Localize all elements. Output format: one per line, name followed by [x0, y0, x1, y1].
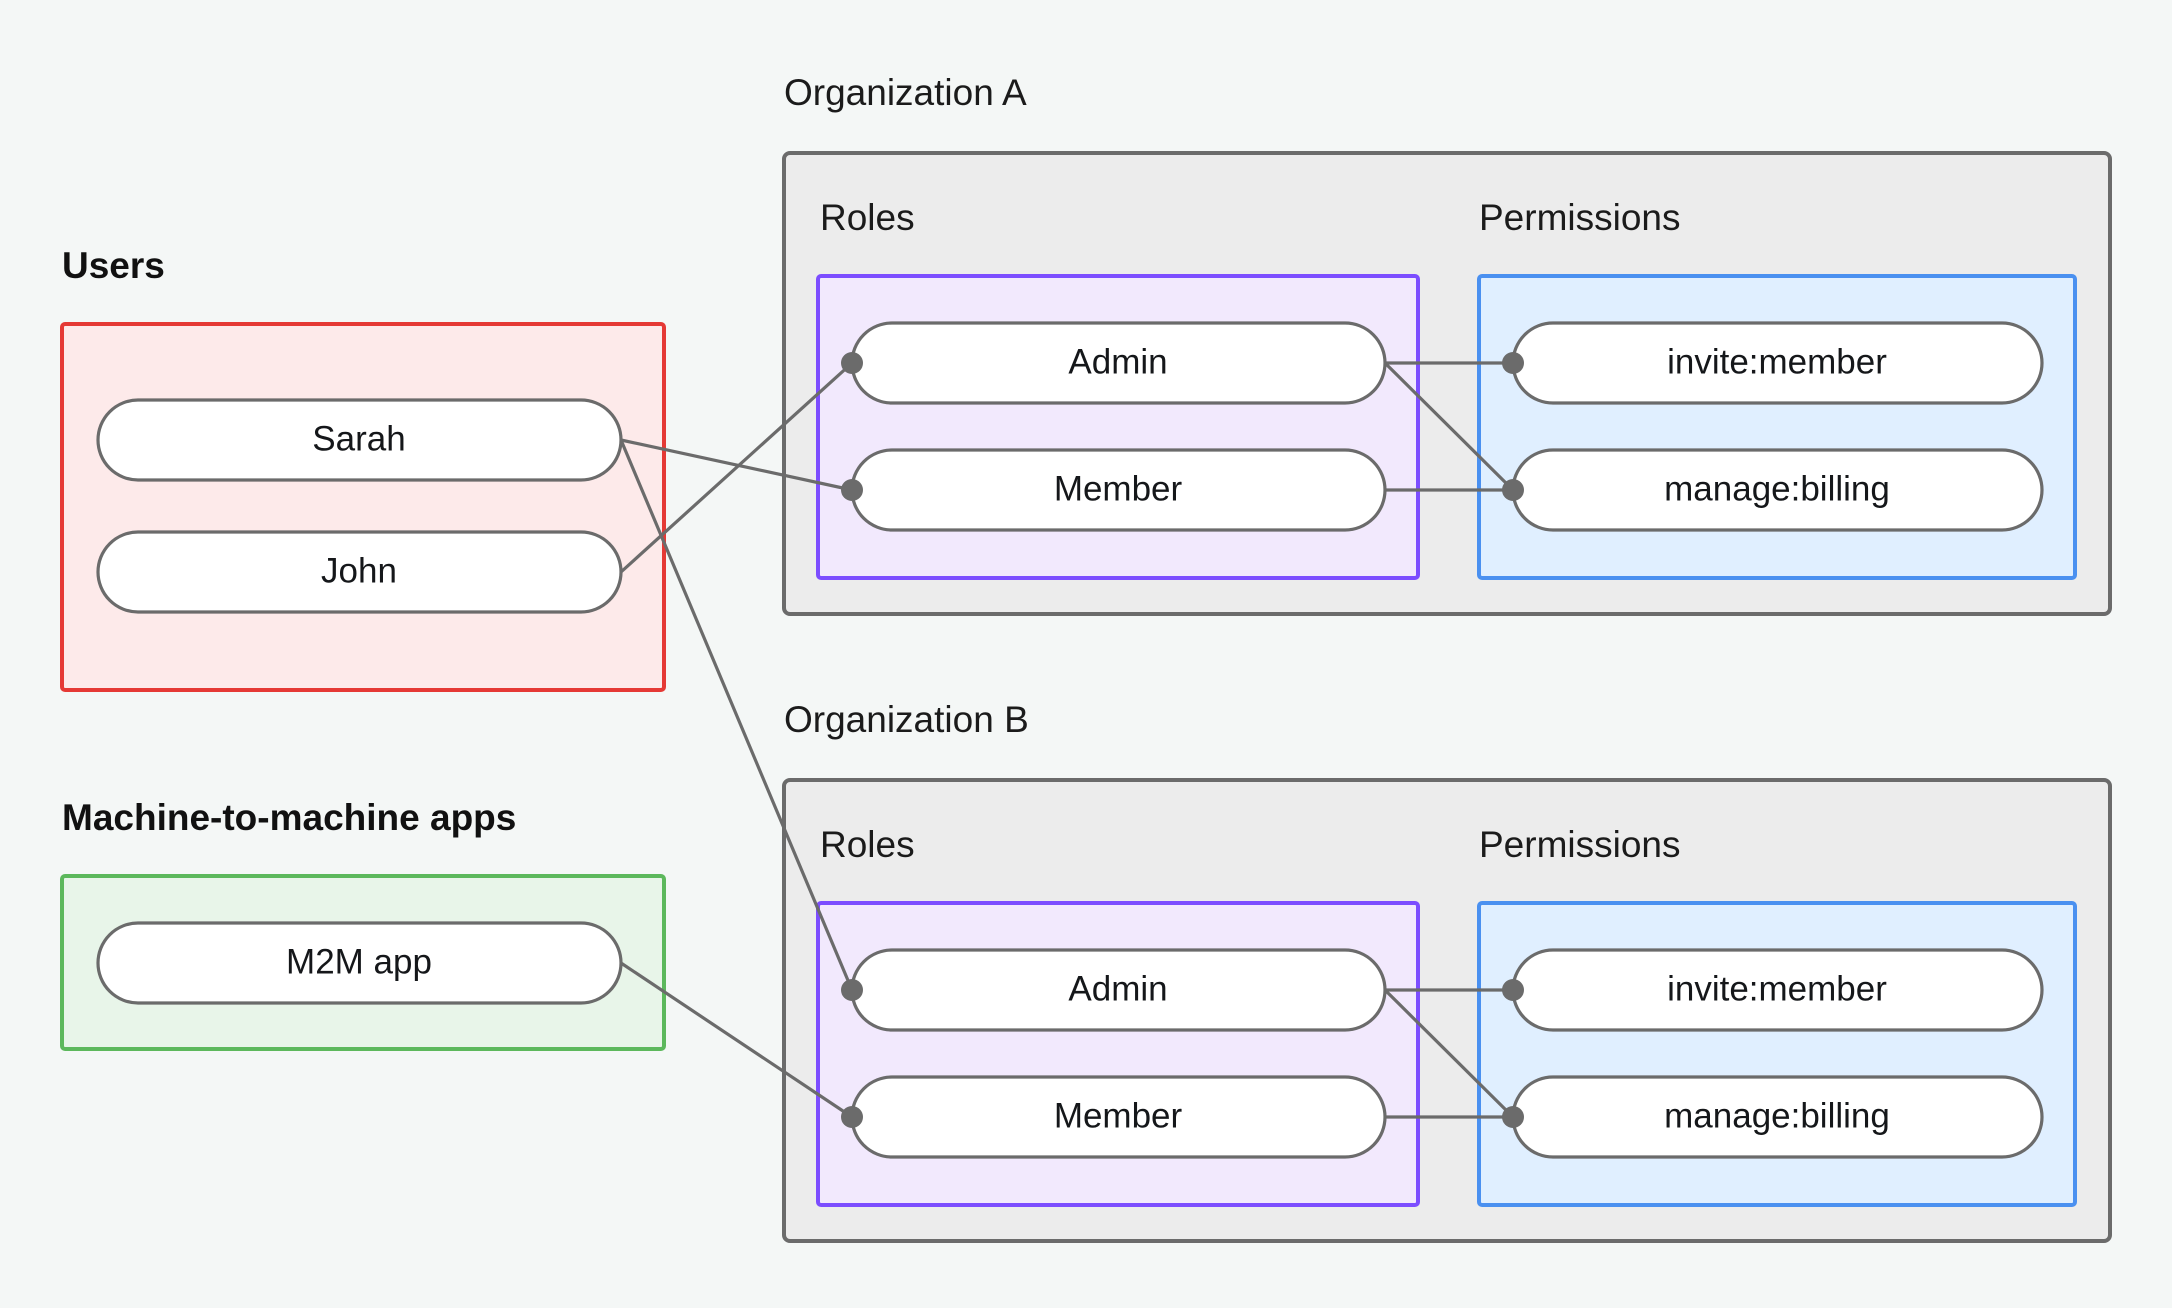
edge-m2m-to-org-b-member — [620, 961, 853, 1119]
node-org-b-invite-label: invite:member — [1667, 969, 1887, 1008]
edge-sarah-to-org-b-admin — [619, 439, 854, 991]
org-b-title: Organization B — [784, 699, 1029, 740]
endpoint-dot-layer — [841, 352, 1524, 1128]
edge-john-to-org-a-admin — [619, 361, 854, 574]
node-sarah-pill[interactable] — [96, 398, 623, 482]
endpoint-dot-org-a-admin-left — [841, 352, 863, 374]
node-john-label: John — [321, 551, 397, 590]
edge-org-b-admin-to-billing — [1383, 988, 1515, 1119]
endpoint-dot-org-b-admin-left — [841, 979, 863, 1001]
node-org-a-invite-label: invite:member — [1667, 342, 1887, 381]
org-b-permissions-title: Permissions — [1479, 824, 1681, 865]
node-m2m-app[interactable]: M2M app — [96, 921, 623, 1005]
org-a-roles-box — [816, 274, 1420, 580]
node-org-b-admin-label: Admin — [1068, 969, 1167, 1008]
node-org-b-billing-label: manage:billing — [1664, 1096, 1890, 1135]
endpoint-dot-org-a-billing-left — [1502, 479, 1524, 501]
org-a-permissions-box — [1477, 274, 2077, 580]
org-a-permissions-title: Permissions — [1479, 197, 1681, 238]
org-a-title: Organization A — [784, 72, 1027, 113]
node-org-b-admin[interactable]: Admin — [850, 948, 1387, 1032]
org-b-roles-title: Roles — [820, 824, 915, 865]
node-org-a-admin-label: Admin — [1068, 342, 1167, 381]
edge-sarah-to-org-a-member — [620, 438, 853, 492]
org-b-permissions-box — [1477, 901, 2077, 1207]
node-org-a-billing[interactable]: manage:billing — [1511, 448, 2044, 532]
endpoint-dot-org-a-invite-left — [1502, 352, 1524, 374]
org-a-roles-title: Roles — [820, 197, 915, 238]
node-org-a-billing-label: manage:billing — [1664, 469, 1890, 508]
node-org-a-member[interactable]: Member — [850, 448, 1387, 532]
node-sarah[interactable]: Sarah — [96, 398, 623, 482]
node-org-b-member[interactable]: Member — [850, 1075, 1387, 1159]
endpoint-dot-org-a-member-left — [841, 479, 863, 501]
node-org-b-invite[interactable]: invite:member — [1511, 948, 2044, 1032]
edge-org-a-admin-to-billing — [1383, 361, 1515, 492]
node-org-b-billing[interactable]: manage:billing — [1511, 1075, 2044, 1159]
node-m2m-app-label: M2M app — [286, 942, 432, 981]
node-org-a-member-label: Member — [1054, 469, 1183, 508]
endpoint-dot-org-b-invite-left — [1502, 979, 1524, 1001]
endpoint-dot-org-b-member-left — [841, 1106, 863, 1128]
users-group-title: Users — [62, 245, 165, 286]
m2m-group-title: Machine-to-machine apps — [62, 797, 516, 838]
node-org-b-member-label: Member — [1054, 1096, 1183, 1135]
edge-layer — [619, 361, 1515, 1119]
node-m2m-app-pill[interactable] — [96, 921, 623, 1005]
org-b-roles-box — [816, 901, 1420, 1207]
node-john-pill[interactable] — [96, 530, 623, 614]
node-sarah-label: Sarah — [312, 419, 405, 458]
users-box — [60, 322, 666, 692]
users-container — [60, 322, 666, 692]
node-john[interactable]: John — [96, 530, 623, 614]
endpoint-dot-org-b-billing-left — [1502, 1106, 1524, 1128]
node-org-a-admin[interactable]: Admin — [850, 321, 1387, 405]
node-org-a-invite[interactable]: invite:member — [1511, 321, 2044, 405]
